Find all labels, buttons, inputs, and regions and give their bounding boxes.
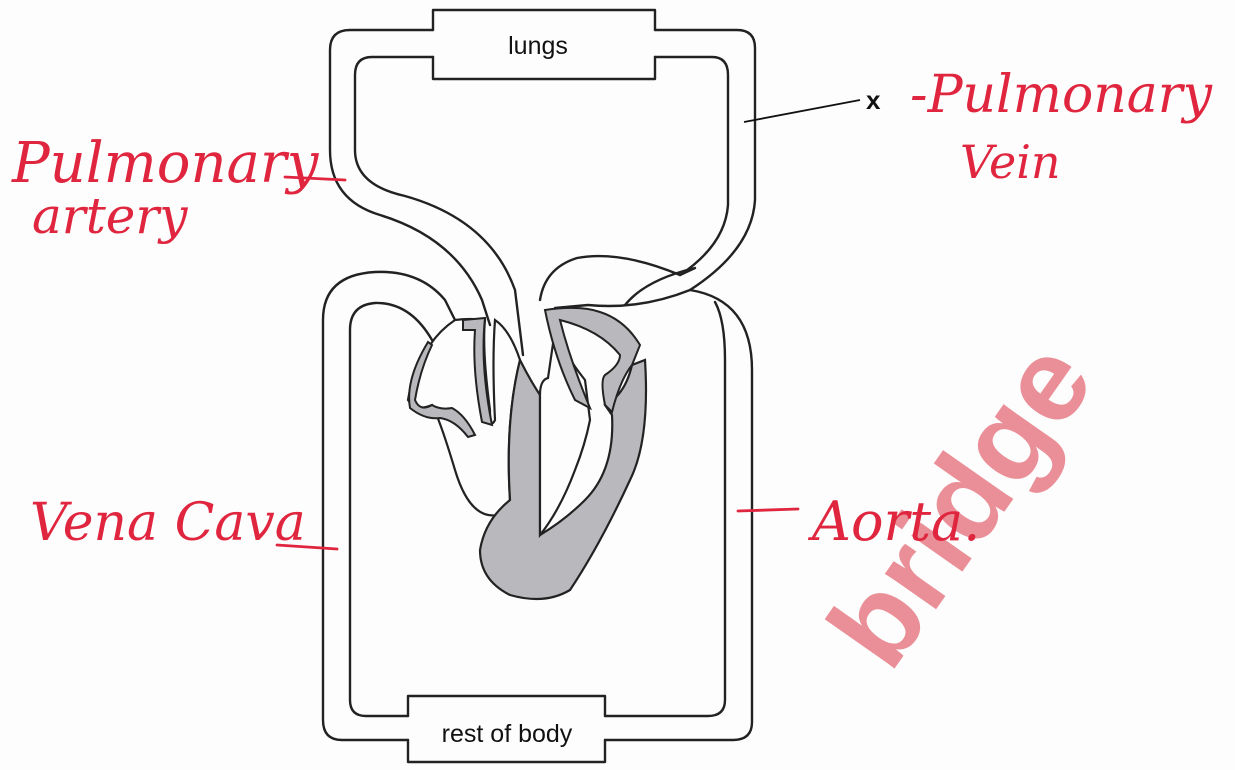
pulmonary-vein-label-line1: -Pulmonary bbox=[910, 65, 1213, 125]
vena-cava-label: Vena Cava bbox=[30, 493, 306, 553]
lungs-label: lungs bbox=[508, 32, 568, 60]
x-label: x bbox=[866, 85, 881, 115]
aorta-label: Aorta. bbox=[807, 490, 980, 553]
heart bbox=[408, 308, 646, 599]
x-leader-line bbox=[744, 100, 860, 122]
pulmonary-vein-label-line2: Vein bbox=[960, 135, 1061, 189]
pulmonary-vein-vessel bbox=[540, 30, 755, 308]
aorta-leader bbox=[738, 509, 798, 511]
pulmonary-artery-label-line2: artery bbox=[32, 187, 188, 245]
body-label: rest of body bbox=[442, 720, 573, 748]
